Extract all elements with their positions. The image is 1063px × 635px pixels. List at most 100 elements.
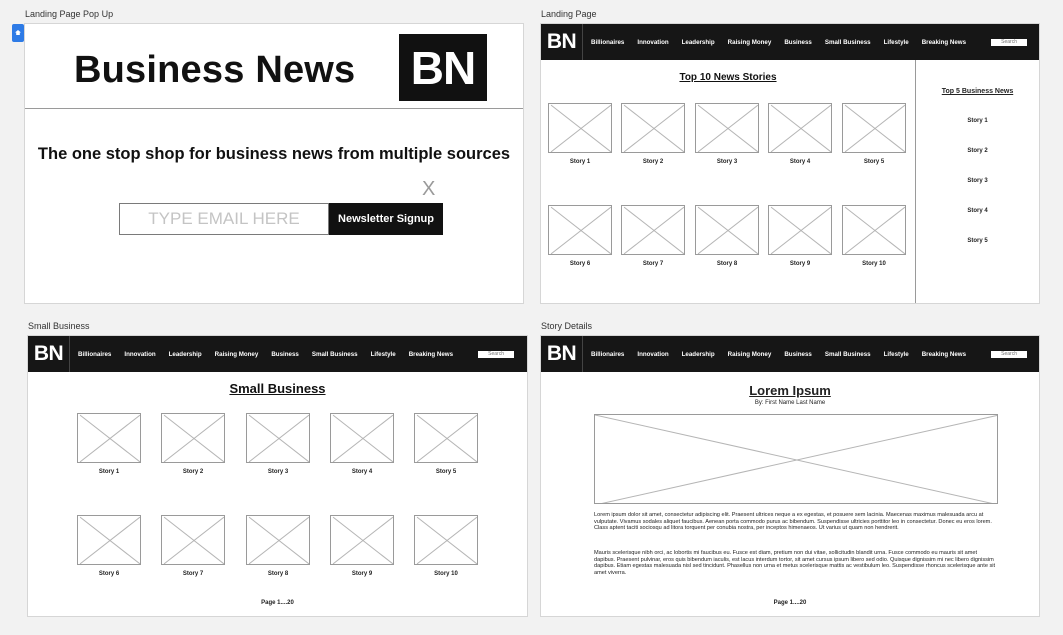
story-card[interactable]: Story 9 [768, 205, 832, 267]
nav-item-small-business[interactable]: Small Business [311, 350, 358, 358]
story-card[interactable]: Story 8 [246, 515, 310, 577]
nav-item-innovation[interactable]: Innovation [124, 350, 156, 358]
story-card[interactable]: Story 8 [695, 205, 759, 267]
image-placeholder [246, 413, 310, 463]
nav-bar: BN Billionaires Innovation Leadership Ra… [541, 336, 1039, 372]
story-card[interactable]: Story 4 [768, 103, 832, 165]
nav-item-raising-money[interactable]: Raising Money [214, 350, 259, 358]
story-card[interactable]: Story 7 [161, 515, 225, 577]
story-card[interactable]: Story 6 [77, 515, 141, 577]
story-card[interactable]: Story 2 [161, 413, 225, 475]
pagination[interactable]: Page 1....20 [773, 600, 807, 606]
bn-logo: BN [399, 34, 487, 101]
pagination[interactable]: Page 1....20 [261, 600, 294, 606]
sidebar-item[interactable]: Story 2 [967, 148, 988, 154]
story-caption: Story 6 [98, 571, 120, 577]
story-caption: Story 9 [351, 571, 373, 577]
story-caption: Story 4 [789, 159, 811, 165]
nav-item-lifestyle[interactable]: Lifestyle [883, 38, 909, 46]
story-card[interactable]: Story 1 [548, 103, 612, 165]
artboard-popup: Business News BN The one stop shop for b… [24, 23, 524, 304]
search-input[interactable] [991, 350, 1028, 358]
story-caption: Story 1 [98, 469, 120, 475]
frame-label-story-details: Story Details [541, 321, 593, 331]
search-input[interactable] [991, 38, 1028, 46]
nav-item-innovation[interactable]: Innovation [637, 38, 669, 46]
sidebar-item[interactable]: Story 1 [967, 118, 988, 124]
story-caption: Story 4 [351, 469, 373, 475]
nav-bar: BN Billionaires Innovation Leadership Ra… [28, 336, 527, 372]
image-placeholder [768, 103, 832, 153]
nav-item-billionaires[interactable]: Billionaires [591, 38, 625, 46]
bn-logo[interactable]: BN [541, 24, 583, 60]
story-caption: Story 2 [642, 159, 664, 165]
sidebar-item[interactable]: Story 3 [967, 178, 988, 184]
sidebar-item[interactable]: Story 5 [967, 238, 988, 244]
email-field[interactable] [119, 203, 329, 235]
image-placeholder [548, 205, 612, 255]
story-card[interactable]: Story 2 [621, 103, 685, 165]
story-card[interactable]: Story 5 [842, 103, 906, 165]
image-placeholder [246, 515, 310, 565]
story-caption: Story 2 [182, 469, 204, 475]
nav-item-small-business[interactable]: Small Business [824, 38, 871, 46]
frame-label-popup: Landing Page Pop Up [25, 9, 114, 19]
nav-item-business[interactable]: Business [784, 350, 812, 358]
nav-item-billionaires[interactable]: Billionaires [78, 350, 112, 358]
divider [25, 108, 523, 109]
article-paragraph: Lorem ipsum dolor sit amet, consectetur … [594, 512, 992, 532]
hero-image-placeholder [594, 414, 998, 504]
sidebar: Top 5 Business News Story 1 Story 2 Stor… [915, 60, 1039, 303]
nav-item-lifestyle[interactable]: Lifestyle [883, 350, 909, 358]
story-card[interactable]: Story 6 [548, 205, 612, 267]
story-card[interactable]: Story 10 [842, 205, 906, 267]
bn-logo[interactable]: BN [541, 336, 583, 372]
close-icon[interactable]: X [422, 178, 436, 200]
story-caption: Story 1 [569, 159, 591, 165]
nav-item-raising-money[interactable]: Raising Money [727, 38, 772, 46]
nav-menu: Billionaires Innovation Leadership Raisi… [591, 350, 1028, 358]
nav-item-small-business[interactable]: Small Business [824, 350, 871, 358]
image-placeholder [768, 205, 832, 255]
section-title: Top 10 News Stories [679, 72, 777, 83]
image-placeholder [842, 205, 906, 255]
nav-item-breaking-news[interactable]: Breaking News [921, 350, 967, 358]
home-pin-icon[interactable] [12, 24, 24, 42]
story-card[interactable]: Story 4 [330, 413, 394, 475]
story-caption: Story 5 [863, 159, 885, 165]
popup-tagline: The one stop shop for business news from… [37, 145, 511, 163]
nav-item-raising-money[interactable]: Raising Money [727, 350, 772, 358]
nav-item-billionaires[interactable]: Billionaires [591, 350, 625, 358]
nav-item-lifestyle[interactable]: Lifestyle [370, 350, 396, 358]
sidebar-title: Top 5 Business News [941, 88, 1014, 95]
story-caption: Story 5 [435, 469, 457, 475]
image-placeholder [330, 515, 394, 565]
search-input[interactable] [478, 350, 515, 358]
nav-item-breaking-news[interactable]: Breaking News [408, 350, 454, 358]
story-card[interactable]: Story 5 [414, 413, 478, 475]
nav-item-business[interactable]: Business [784, 38, 812, 46]
nav-item-business[interactable]: Business [271, 350, 299, 358]
nav-item-leadership[interactable]: Leadership [168, 350, 202, 358]
nav-item-breaking-news[interactable]: Breaking News [921, 38, 967, 46]
nav-item-innovation[interactable]: Innovation [637, 350, 669, 358]
story-card[interactable]: Story 9 [330, 515, 394, 577]
story-card[interactable]: Story 3 [246, 413, 310, 475]
story-caption: Story 9 [789, 261, 811, 267]
frame-label-landing: Landing Page [541, 9, 597, 19]
frame-label-small-business: Small Business [28, 321, 90, 331]
image-placeholder [161, 413, 225, 463]
section-title: Small Business [229, 381, 326, 396]
story-card[interactable]: Story 10 [414, 515, 478, 577]
image-placeholder [621, 205, 685, 255]
newsletter-signup-button[interactable]: Newsletter Signup [329, 203, 443, 235]
sidebar-item[interactable]: Story 4 [967, 208, 988, 214]
story-card[interactable]: Story 3 [695, 103, 759, 165]
nav-item-leadership[interactable]: Leadership [681, 38, 715, 46]
story-card[interactable]: Story 1 [77, 413, 141, 475]
image-placeholder [842, 103, 906, 153]
nav-item-leadership[interactable]: Leadership [681, 350, 715, 358]
story-card[interactable]: Story 7 [621, 205, 685, 267]
story-caption: Story 7 [642, 261, 664, 267]
bn-logo[interactable]: BN [28, 336, 70, 372]
